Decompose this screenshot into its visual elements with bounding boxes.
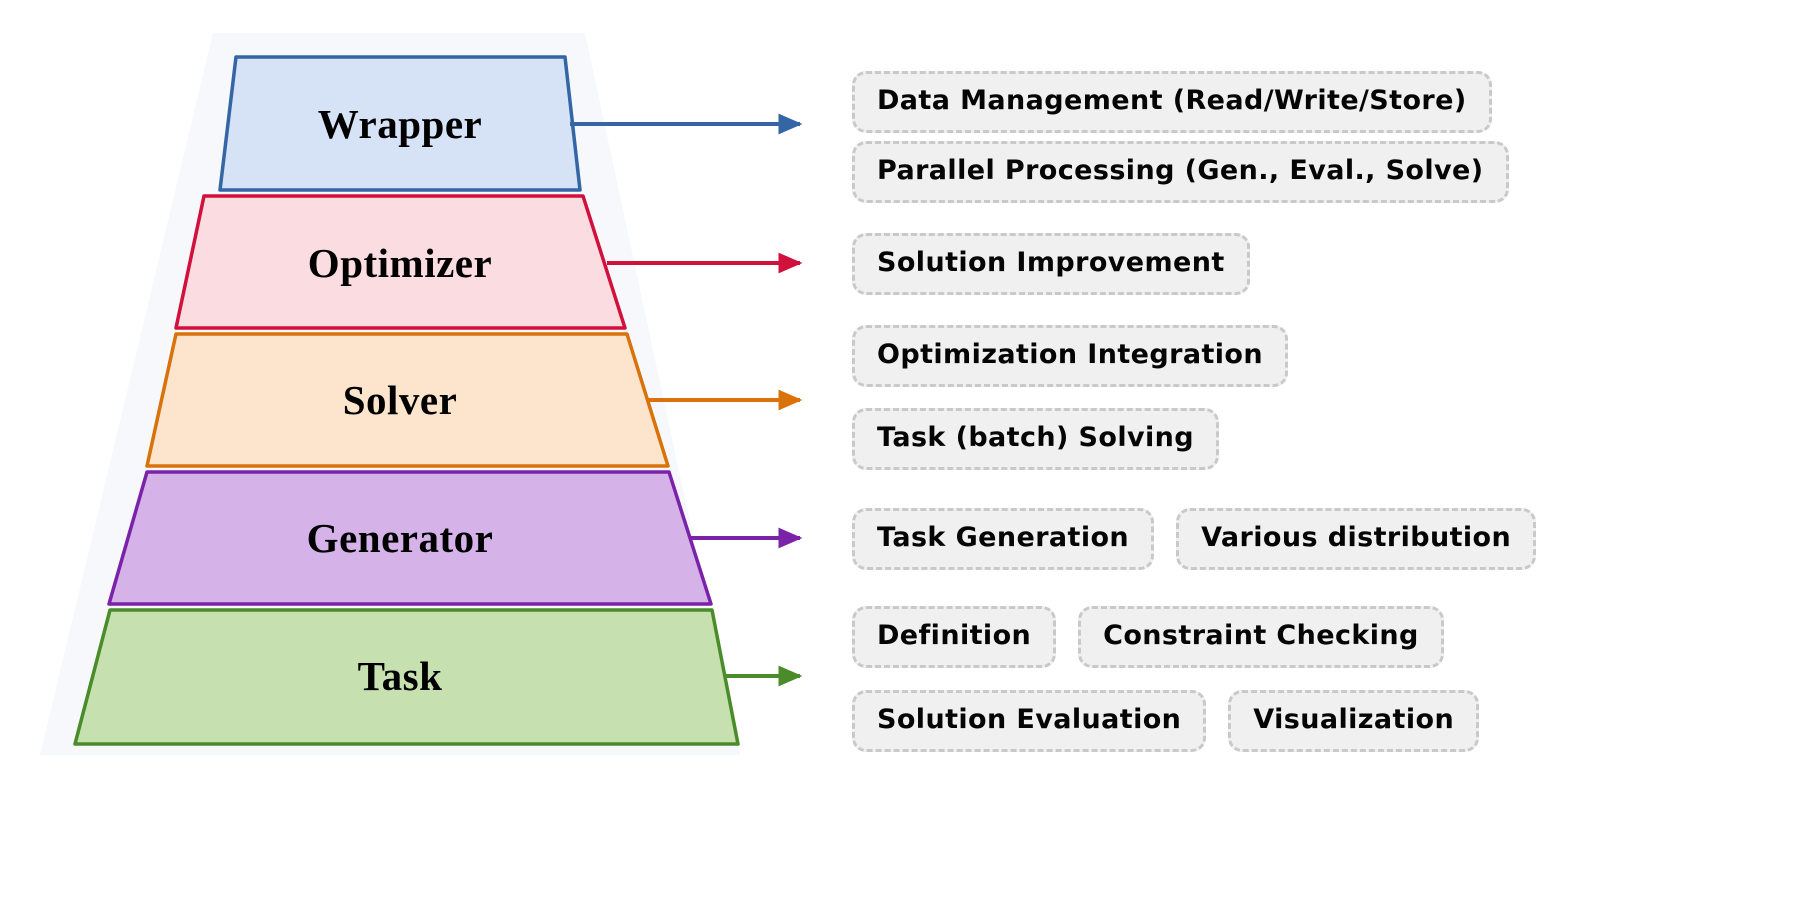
pyramid-label-optimizer: Optimizer (307, 240, 493, 286)
feature-box-task-batch-solving[interactable]: Task (batch) Solving (852, 408, 1219, 470)
pyramid-label-generator: Generator (306, 515, 494, 561)
feature-row-solver-1: Optimization Integration (852, 325, 1288, 387)
feature-box-constraint-checking[interactable]: Constraint Checking (1078, 606, 1444, 668)
feature-box-optimization-integration[interactable]: Optimization Integration (852, 325, 1288, 387)
feature-row-wrapper-1: Data Management (Read/Write/Store) (852, 71, 1492, 133)
pyramid-label-wrapper: Wrapper (317, 101, 483, 147)
feature-box-solution-improvement[interactable]: Solution Improvement (852, 233, 1250, 295)
feature-row-task-1: Definition Constraint Checking (852, 606, 1444, 668)
feature-box-various-distribution[interactable]: Various distribution (1176, 508, 1537, 570)
feature-box-data-management[interactable]: Data Management (Read/Write/Store) (852, 71, 1492, 133)
feature-row-generator-1: Task Generation Various distribution (852, 508, 1537, 570)
feature-box-task-generation[interactable]: Task Generation (852, 508, 1155, 570)
pyramid-layer-wrapper[interactable] (218, 55, 582, 192)
feature-row-solver-2: Task (batch) Solving (852, 408, 1219, 470)
pyramid-layer-solver[interactable] (145, 332, 670, 468)
feature-box-definition[interactable]: Definition (852, 606, 1057, 668)
pyramid-layer-generator[interactable] (107, 470, 713, 606)
feature-row-task-2: Solution Evaluation Visualization (852, 690, 1480, 752)
feature-row-optimizer-1: Solution Improvement (852, 233, 1250, 295)
pyramid-label-task: Task (357, 653, 443, 699)
pyramid-layer-optimizer[interactable] (174, 194, 627, 330)
pyramid-layer-task[interactable] (73, 608, 740, 746)
feature-box-visualization[interactable]: Visualization (1228, 690, 1480, 752)
feature-box-solution-evaluation[interactable]: Solution Evaluation (852, 690, 1207, 752)
feature-row-wrapper-2: Parallel Processing (Gen., Eval., Solve) (852, 141, 1509, 203)
feature-box-parallel-processing[interactable]: Parallel Processing (Gen., Eval., Solve) (852, 141, 1509, 203)
pyramid-label-solver: Solver (342, 377, 458, 423)
